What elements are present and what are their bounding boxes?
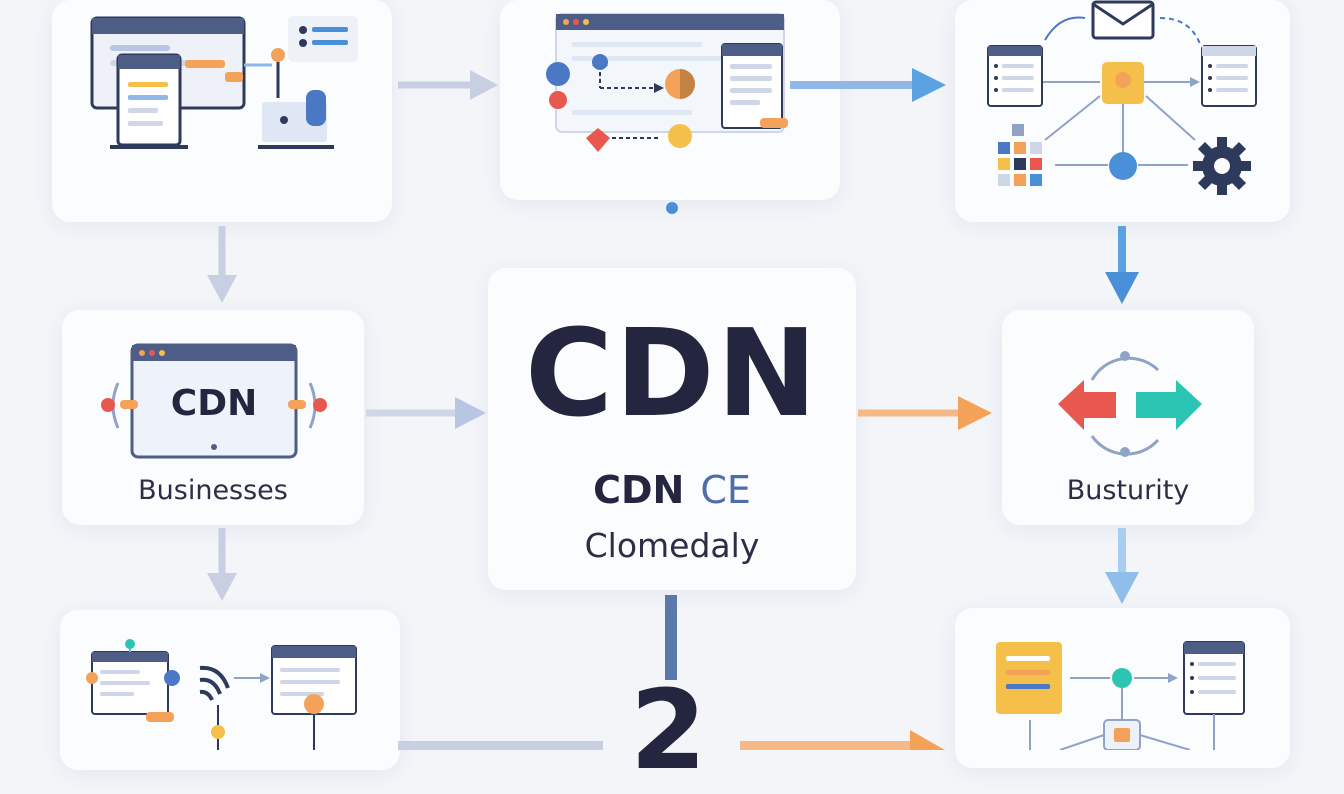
center-cdn-card (488, 268, 856, 590)
arrow-top-left-to-center (398, 70, 498, 100)
arrow-businesses-down (207, 528, 237, 601)
monitor-icon (101, 343, 327, 459)
busturity-label: Busturity (1066, 475, 1190, 506)
diagram-illustrations (86, 0, 1257, 750)
connector-dot (666, 202, 678, 214)
center-caption: Clomedaly (584, 526, 760, 565)
arrow-top-left-down (207, 226, 237, 303)
center-subtitle-text: CDN (593, 468, 685, 512)
connector-center-down (665, 595, 677, 680)
top-right-illustration (987, 0, 1257, 195)
busturity-card (1002, 310, 1254, 525)
businesses-label: Businesses (138, 475, 288, 506)
monitor-screen-text: CDN (170, 383, 258, 424)
top-center-illustration (546, 13, 788, 152)
gear-icon (1193, 137, 1251, 195)
arrow-businesses-to-center (366, 397, 486, 429)
center-subtitle-mark: CE (700, 468, 751, 512)
arrow-bottom-to-right (740, 730, 945, 750)
arrow-top-right-down (1105, 226, 1139, 304)
arrow-busturity-down (1105, 528, 1139, 604)
center-subtitle: CDN CE (488, 468, 856, 512)
envelope-icon (1091, 0, 1155, 40)
arrow-top-center-to-right (790, 68, 946, 102)
connector-bottom-left (398, 741, 603, 750)
top-left-illustration (90, 16, 358, 149)
bottom-left-illustration (86, 639, 357, 750)
sync-arrows-icon (1058, 351, 1202, 457)
center-title: CDN (524, 305, 820, 444)
bottom-center-number: 2 (630, 666, 707, 794)
arrow-center-to-busturity (858, 396, 992, 430)
bottom-right-illustration (996, 641, 1245, 750)
wifi-icon (199, 665, 230, 701)
